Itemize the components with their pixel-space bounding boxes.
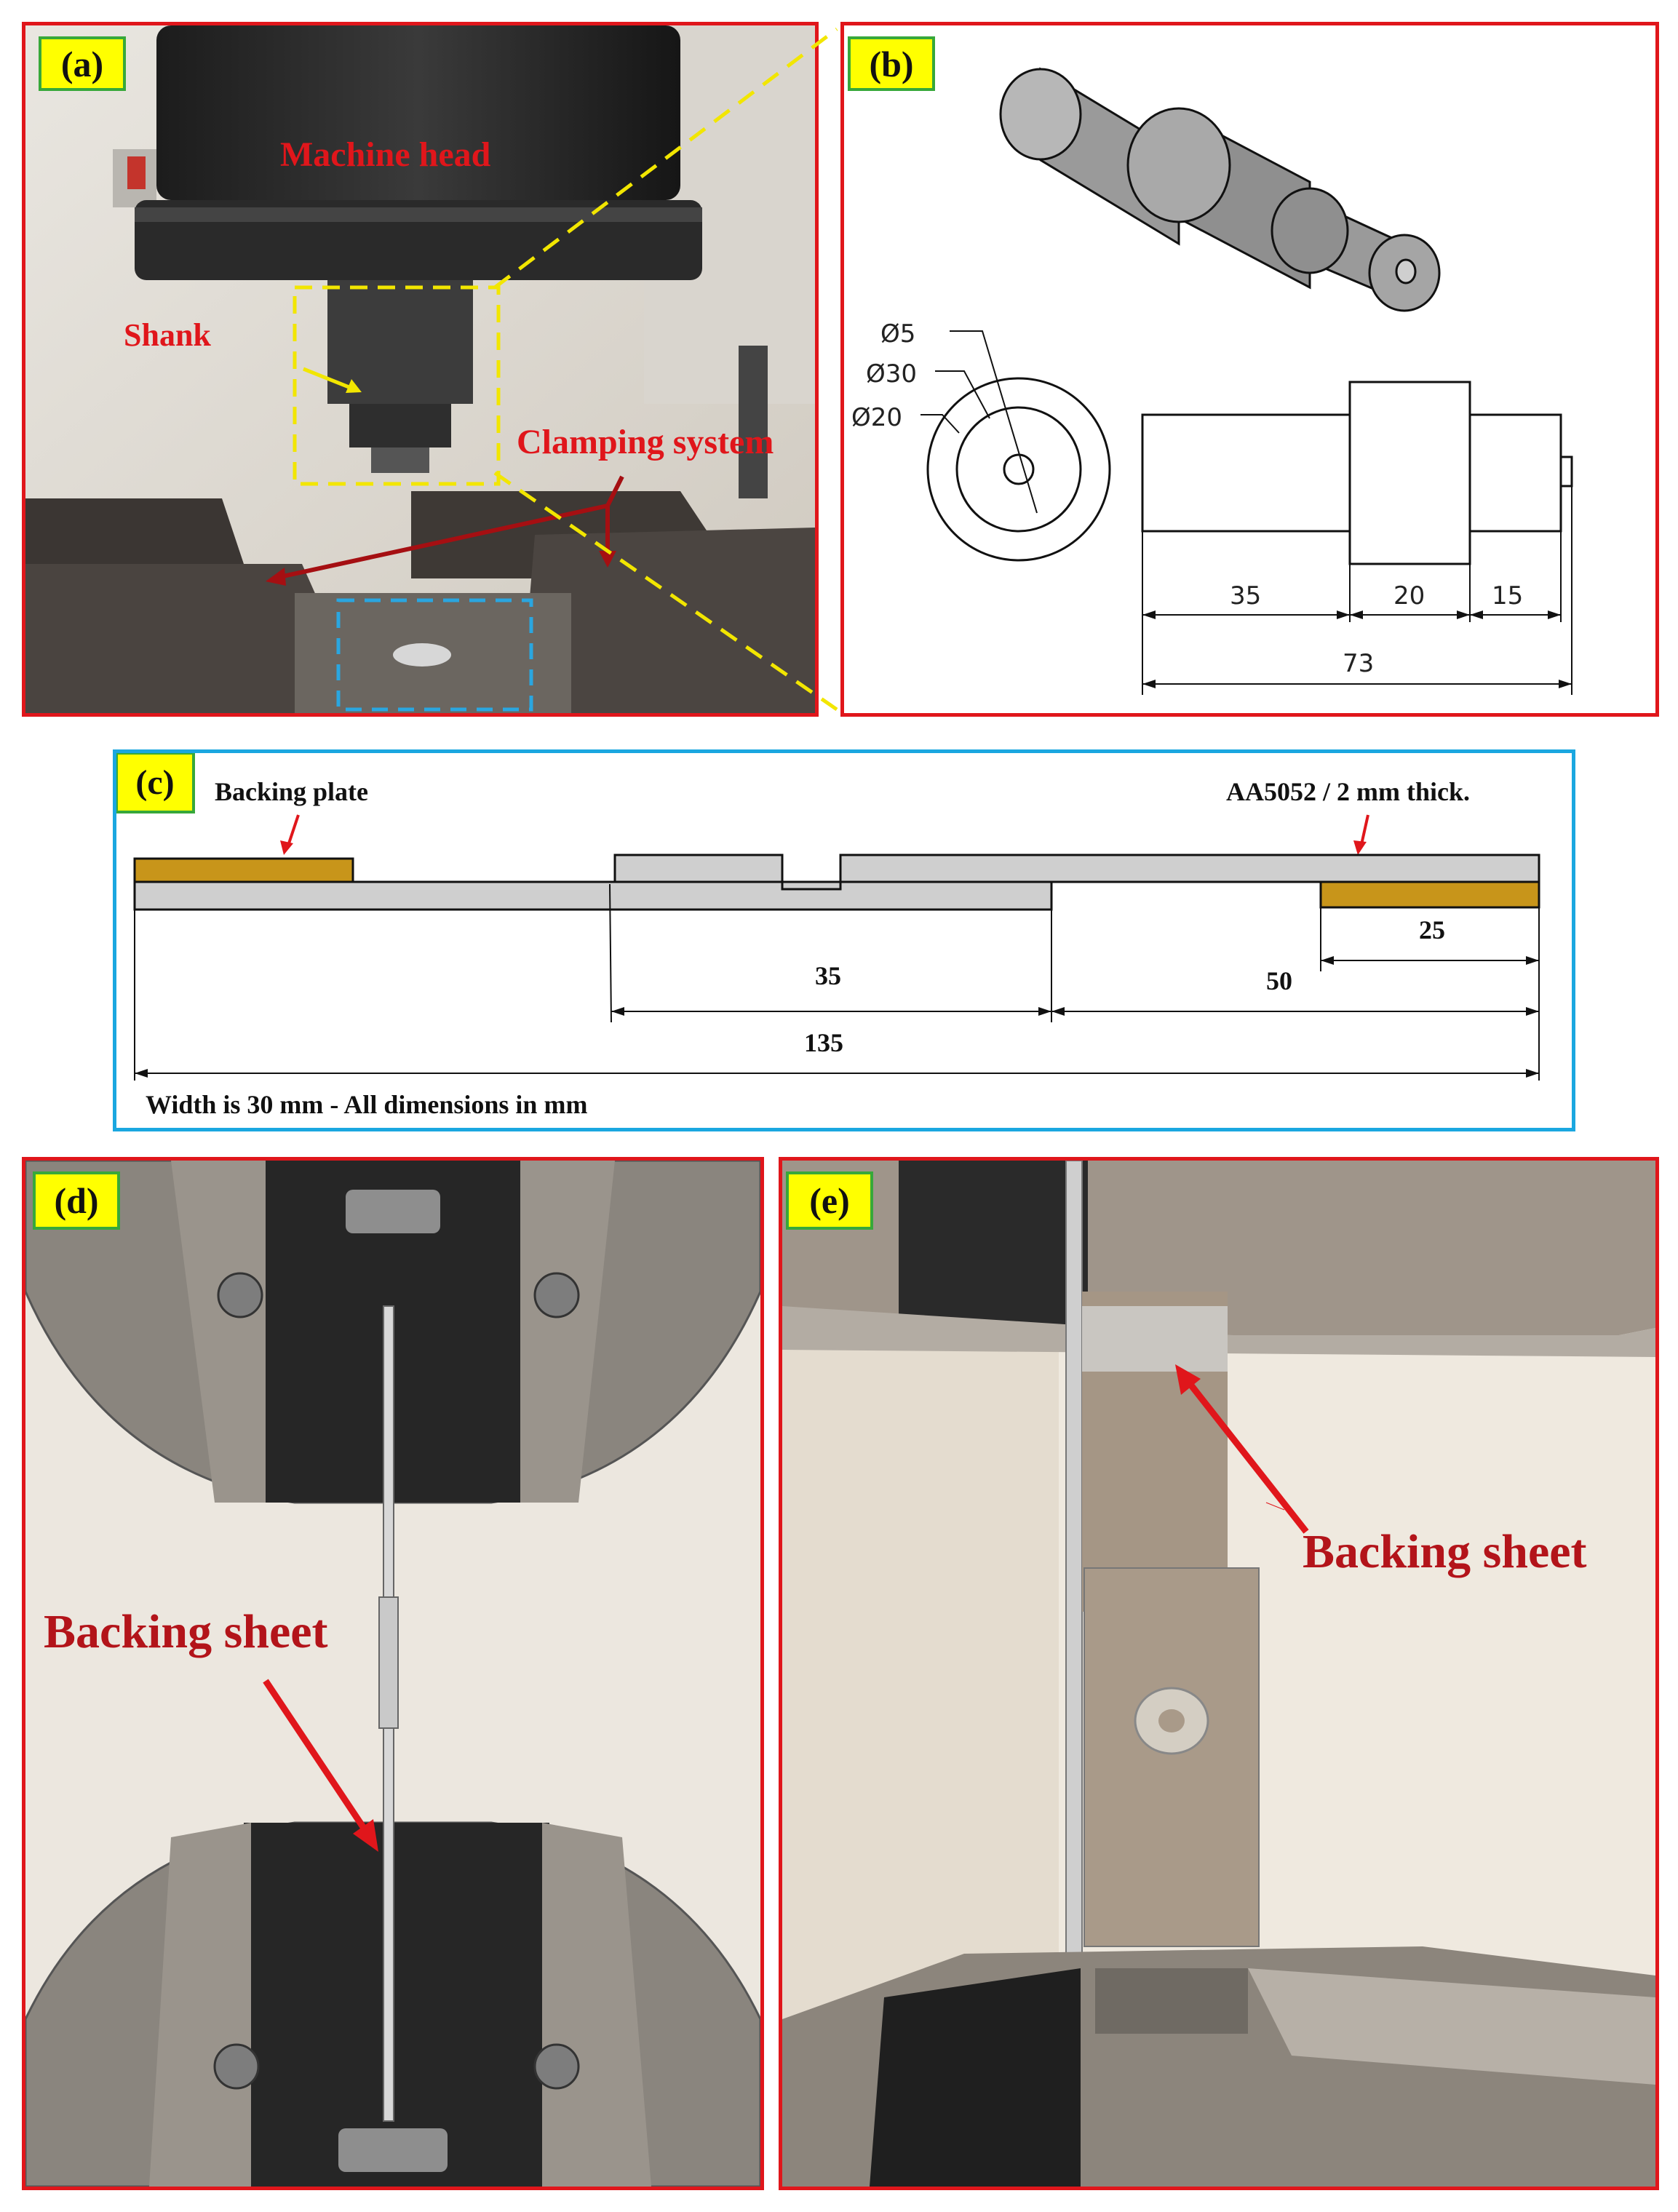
dim-135-label: 135 xyxy=(804,1028,843,1057)
panel-a-tag: (a) xyxy=(39,36,126,91)
keyhole xyxy=(781,880,842,891)
upper-sheet xyxy=(839,854,1540,883)
diameter-label-5: Ø5 xyxy=(880,319,915,349)
specimen-note: Width is 30 mm - All dimensions in mm xyxy=(146,1090,587,1119)
panel-d: (d) Backing sheet xyxy=(22,1157,764,2190)
panel-a-photo xyxy=(25,25,815,713)
backing-plate-label: Backing plate xyxy=(215,777,368,806)
total-length-label: 73 xyxy=(1343,649,1374,678)
length-label-35: 35 xyxy=(1230,581,1261,610)
dim-25-label: 25 xyxy=(1419,915,1445,944)
specimen-drawing: Backing plate AA5052 / 2 mm thick. 35 50… xyxy=(133,777,1540,1119)
lower-sheet xyxy=(133,880,1053,911)
dim-50-label: 50 xyxy=(1266,966,1292,995)
panel-e: (e) Backing sheet xyxy=(779,1157,1659,2190)
material-label: AA5052 / 2 mm thick. xyxy=(1226,777,1470,806)
panel-d-tag: (d) xyxy=(33,1171,120,1230)
tool-drawing: Ø5 Ø30 Ø20 35 20 15 73 xyxy=(851,67,1573,695)
backing-sheet-label-e: Backing sheet xyxy=(1303,1525,1587,1578)
panel-b-tag: (b) xyxy=(848,36,935,91)
length-label-20: 20 xyxy=(1393,581,1425,610)
diameter-label-30: Ø30 xyxy=(866,359,917,389)
panel-e-photo xyxy=(782,1161,1655,2187)
panel-e-tag: (e) xyxy=(786,1171,873,1230)
clamping-system-label: Clamping system xyxy=(517,423,774,461)
machine-head-label: Machine head xyxy=(280,135,491,174)
shank-label: Shank xyxy=(124,317,211,353)
tool-isometric-view xyxy=(999,67,1441,312)
diameter-label-20: Ø20 xyxy=(851,403,902,432)
panel-c: Backing plate AA5052 / 2 mm thick. 35 50… xyxy=(113,749,1575,1131)
upper-sheet-left-part xyxy=(613,854,784,883)
length-label-15: 15 xyxy=(1492,581,1523,610)
panel-c-tag: (c) xyxy=(116,753,195,813)
backing-plate-left xyxy=(133,857,354,883)
backing-sheet-label-d: Backing sheet xyxy=(44,1605,328,1658)
panel-b: Ø5 Ø30 Ø20 35 20 15 73 (b) xyxy=(840,22,1659,717)
dim-35-label: 35 xyxy=(815,961,841,990)
panel-a: (a) Machine head Shank Clamping system xyxy=(22,22,819,717)
backing-plate-right xyxy=(1319,880,1540,909)
panel-d-photo xyxy=(25,1161,760,2187)
tool-side-profile xyxy=(1141,381,1573,695)
tool-end-view xyxy=(920,330,1111,562)
